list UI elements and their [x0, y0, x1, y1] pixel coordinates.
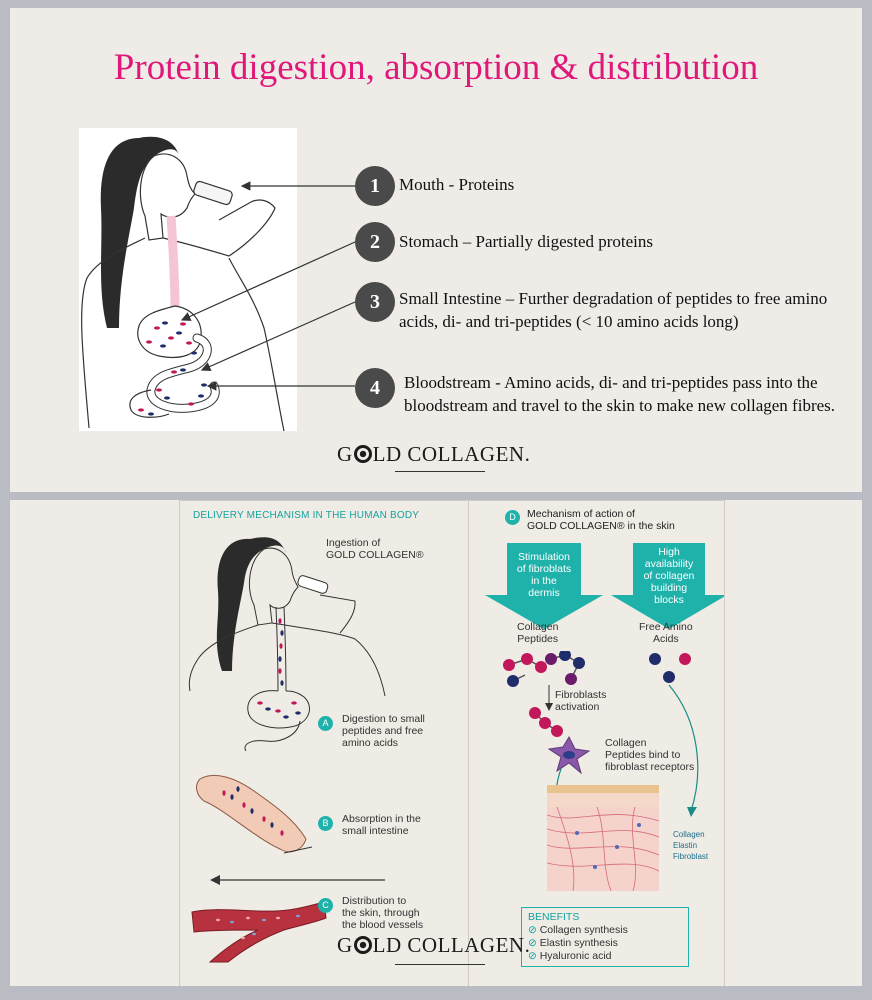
step-3-line1: Small Intestine – Further degradation of…: [399, 289, 828, 308]
step-3-line2: acids, di- and tri-peptides (< 10 amino …: [399, 312, 739, 331]
check-icon: ⊘: [528, 937, 540, 949]
down-arrow-shapes: [485, 543, 724, 629]
badge-b: B: [318, 816, 333, 831]
step-b-text: Absorption in the small intestine: [342, 813, 421, 837]
mechanism-panel: D Mechanism of action of GOLD COLLAGEN® …: [468, 500, 725, 986]
peptide-molecules: [503, 651, 699, 834]
slide-title: Protein digestion, absorption & distribu…: [113, 47, 759, 88]
benefit-item: ⊘ Collagen synthesis: [528, 924, 628, 936]
step-2-text: Stomach – Partially digested proteins: [399, 232, 654, 251]
logo-emblem-icon: [353, 936, 372, 954]
step-4-text: Bloodstream - Amino acids, di- and tri-p…: [404, 371, 835, 417]
skin-cross-section: [547, 785, 660, 892]
digestion-figure: [79, 128, 297, 432]
logo-emblem-icon: [353, 445, 372, 463]
check-icon: ⊘: [528, 924, 540, 936]
ingestion-label: Ingestion of GOLD COLLAGEN®: [326, 537, 424, 561]
delivery-heading: DELIVERY MECHANISM IN THE HUMAN BODY: [193, 510, 420, 521]
stimulation-label: Stimulation of fibroblats in the dermis: [516, 551, 572, 599]
delivery-panel: DELIVERY MECHANISM IN THE HUMAN BODY Ing…: [179, 500, 470, 986]
woman-drinking-illustration: [188, 537, 386, 751]
benefits-box: BENEFITS ⊘ Collagen synthesis ⊘ Elastin …: [521, 907, 689, 967]
collagen-peptides-label: Collagen Peptides: [517, 621, 559, 645]
step-3-text: Small Intestine – Further degradation of…: [399, 287, 827, 333]
fibroblasts-activation-label: Fibroblasts activation: [555, 689, 607, 713]
step-a-text: Digestion to small peptides and free ami…: [342, 713, 425, 749]
intestine-absorption-illustration: [196, 775, 313, 854]
blood-vessel-illustration: [191, 901, 327, 963]
distribution-arrow: [210, 875, 385, 885]
step-1-text: Mouth - Proteins: [399, 175, 515, 194]
step-4-badge: 4: [355, 368, 395, 408]
step-1-badge: 1: [355, 166, 395, 206]
check-icon: ⊘: [528, 950, 540, 962]
slide-protein-digestion: Protein digestion, absorption & distribu…: [10, 8, 862, 492]
benefit-item: ⊘ Elastin synthesis: [528, 937, 618, 949]
availability-label: High availability of collagen building b…: [643, 546, 695, 606]
woman-illustration: [81, 136, 285, 432]
slide-delivery-mechanism: DELIVERY MECHANISM IN THE HUMAN BODY Ing…: [10, 500, 862, 986]
step-2-badge: 2: [355, 222, 395, 262]
badge-c: C: [318, 898, 333, 913]
benefits-title: BENEFITS: [528, 911, 580, 923]
logo-underline: [395, 471, 485, 472]
badge-a: A: [318, 716, 333, 731]
benefit-item: ⊘ Hyaluronic acid: [528, 950, 612, 962]
logo-underline-2: [395, 964, 485, 965]
step-4-line1: Bloodstream - Amino acids, di- and tri-p…: [404, 373, 818, 392]
bind-label: Collagen Peptides bind to fibroblast rec…: [605, 737, 695, 773]
free-amino-label: Free Amino Acids: [639, 621, 693, 645]
step-4-line2: bloodstream and travel to the skin to ma…: [404, 396, 836, 415]
benefits-list: ⊘ Collagen synthesis ⊘ Elastin synthesis…: [528, 924, 628, 963]
step-3-badge: 3: [355, 282, 395, 322]
skin-labels: Collagen Elastin Fibroblast: [673, 830, 709, 861]
mechanism-heading: Mechanism of action of GOLD COLLAGEN® in…: [527, 508, 675, 532]
step-c-text: Distribution to the skin, through the bl…: [342, 895, 424, 931]
badge-d: D: [505, 510, 520, 525]
